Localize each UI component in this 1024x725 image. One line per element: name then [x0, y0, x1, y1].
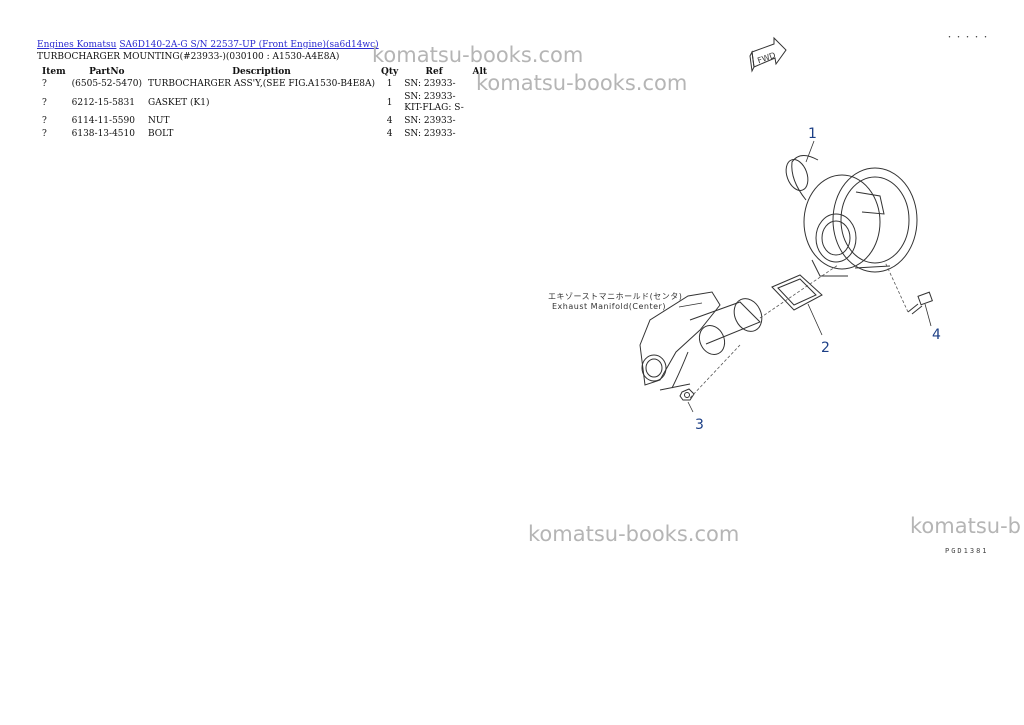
nut-drawing: [679, 388, 695, 401]
assembly-lines: [689, 261, 909, 399]
bolt-drawing: [907, 291, 933, 315]
page-subtitle: TURBOCHARGER MOUNTING(#23933-)(030100 : …: [37, 52, 340, 62]
exhaust-manifold-drawing: [639, 291, 763, 391]
table-row: ? 6212-15-5831 GASKET (K1) 1 SN: 23933-K…: [36, 91, 493, 115]
breadcrumb: Engines Komatsu SA6D140-2A-G S/N 22537-U…: [37, 40, 379, 50]
leader-lines: [678, 140, 932, 413]
watermark: komatsu-books.com: [372, 43, 584, 67]
callout-3: 3: [695, 417, 704, 433]
cell-ref-line2: KIT-FLAG: S-: [404, 103, 464, 113]
gasket-drawing: [771, 274, 823, 311]
cell-description: GASKET (K1): [148, 97, 210, 108]
cell-item: ?: [42, 129, 47, 139]
header-ref: Ref: [425, 67, 443, 77]
callout-4: 4: [932, 327, 941, 343]
header-qty: Qty: [381, 67, 399, 77]
table-row: ? (6505-52-5470) TURBOCHARGER ASS'Y,(SEE…: [36, 78, 493, 91]
callout-2: 2: [821, 340, 830, 356]
manifold-label-en: Exhaust Manifold(Center): [552, 302, 666, 311]
cell-qty: 4: [386, 129, 393, 139]
cell-partno: (6505-52-5470): [71, 79, 142, 89]
cell-qty: 1: [386, 79, 393, 89]
cell-item: ?: [42, 116, 47, 126]
cell-partno: 6114-11-5590: [71, 116, 135, 126]
cell-ref: SN: 23933-: [404, 116, 456, 126]
cell-description: BOLT: [148, 129, 174, 139]
fwd-arrow-icon: FWD: [749, 36, 787, 73]
cell-qty: 4: [386, 116, 393, 126]
cell-description: TURBOCHARGER ASS'Y,(SEE FIG.A1530-B4E8A): [148, 79, 376, 89]
diagram-code: PGD1381: [945, 547, 989, 555]
cell-item: ?: [42, 79, 47, 89]
header-partno: PartNo: [89, 67, 125, 77]
header-alt: Alt: [472, 67, 488, 77]
turbocharger-drawing: [785, 155, 918, 277]
fwd-label: FWD: [756, 51, 777, 66]
table-header-row: Item PartNo Description Qty Ref Alt: [36, 66, 493, 78]
cell-item: ?: [42, 97, 47, 108]
watermark: komatsu-b: [910, 514, 1021, 538]
cell-ref: SN: 23933-: [404, 129, 456, 139]
diagram-top-code: ・・・・・: [946, 33, 991, 41]
parts-table: Item PartNo Description Qty Ref Alt ? (6…: [36, 66, 493, 141]
cell-ref: SN: 23933-: [404, 79, 456, 89]
breadcrumb-link-model[interactable]: SA6D140-2A-G S/N 22537-UP (Front Engine)…: [119, 40, 379, 50]
callout-1: 1: [808, 126, 817, 142]
watermark: komatsu-books.com: [528, 522, 740, 546]
header-description: Description: [232, 67, 291, 77]
table-row: ? 6114-11-5590 NUT 4 SN: 23933-: [36, 115, 493, 128]
cell-qty: 1: [386, 97, 393, 108]
header-item: Item: [42, 67, 66, 77]
cell-ref: SN: 23933-KIT-FLAG: S-: [401, 91, 467, 115]
cell-ref-line1: SN: 23933-: [404, 92, 456, 102]
manifold-label-jp: エキゾーストマニホールド(センタ): [548, 292, 683, 301]
cell-description: NUT: [148, 116, 170, 126]
watermark: komatsu-books.com: [476, 71, 688, 95]
breadcrumb-link-engines[interactable]: Engines Komatsu: [37, 40, 117, 50]
cell-partno: 6138-13-4510: [71, 129, 135, 139]
table-row: ? 6138-13-4510 BOLT 4 SN: 23933-: [36, 128, 493, 141]
cell-partno: 6212-15-5831: [71, 97, 135, 108]
